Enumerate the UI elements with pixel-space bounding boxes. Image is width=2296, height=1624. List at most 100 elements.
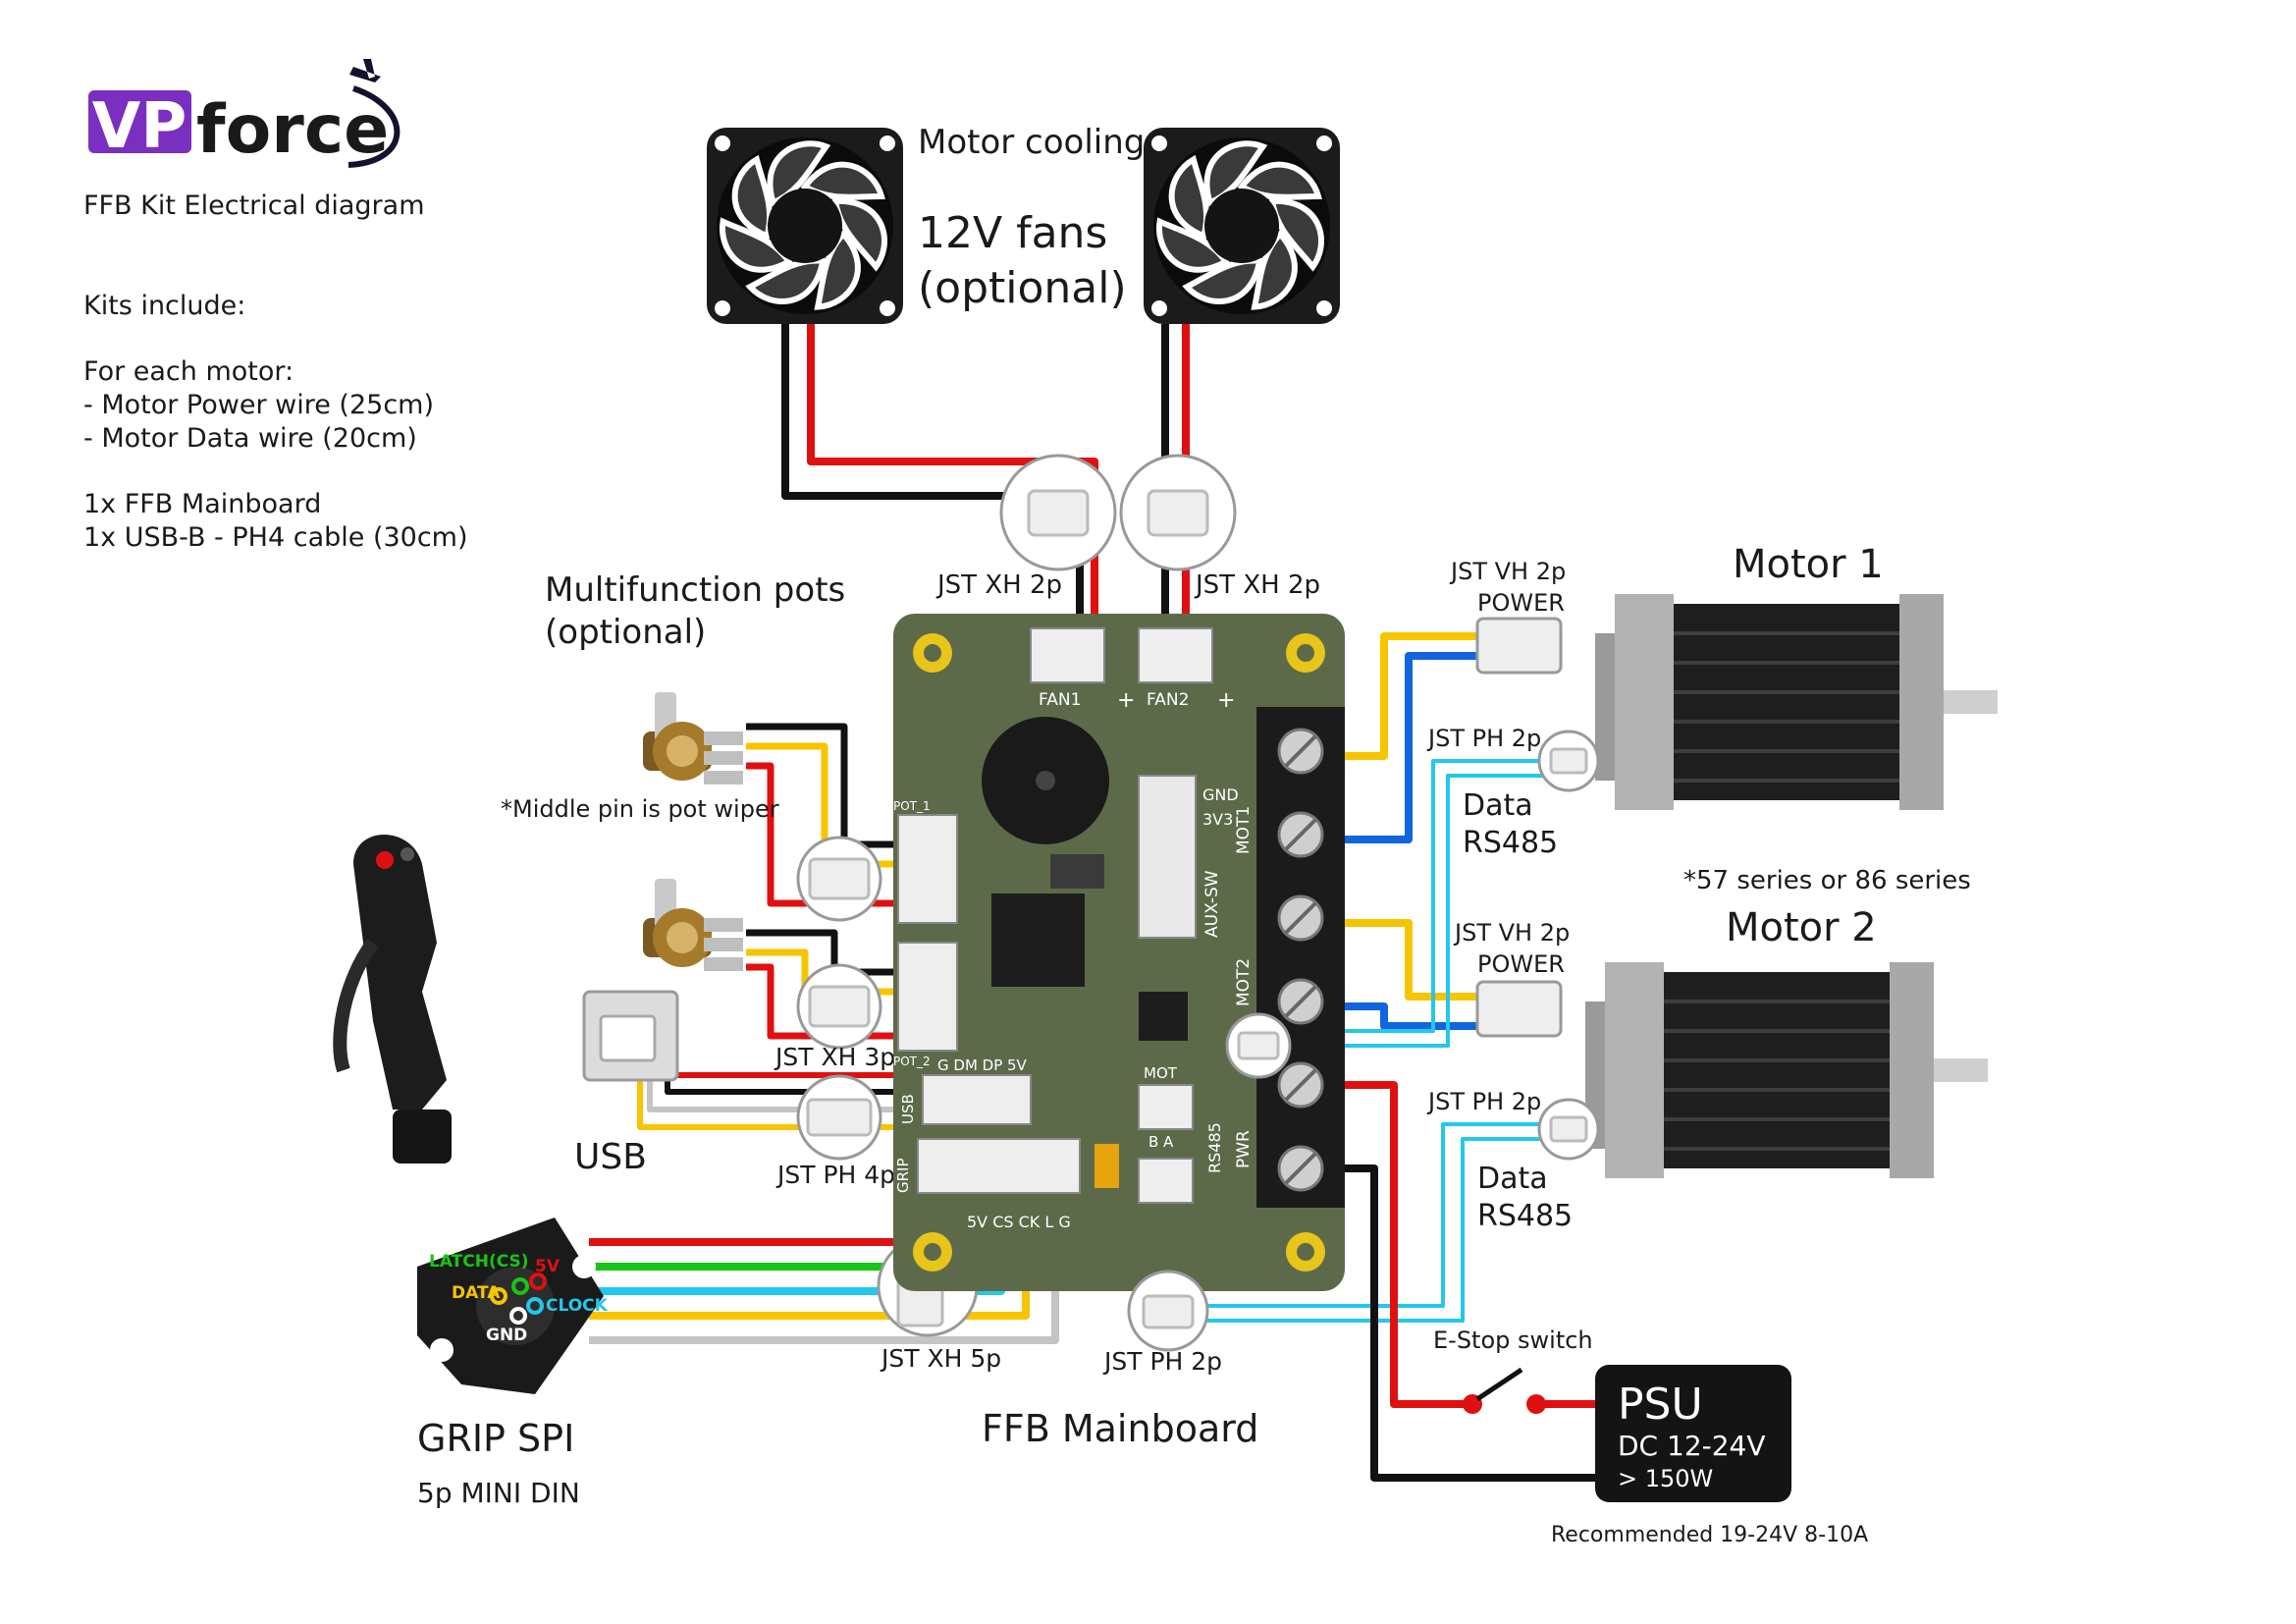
rs485-connector-bubble bbox=[1127, 1270, 1209, 1352]
fans-optional: (optional) bbox=[918, 263, 1127, 313]
m1-data-connector-label: JST PH 2p bbox=[1426, 725, 1541, 752]
m2-data-bubble bbox=[1537, 1098, 1600, 1161]
logo-vp-text: VP bbox=[92, 90, 187, 163]
silk-aux: AUX-SW bbox=[1202, 870, 1222, 938]
estop-switch bbox=[1463, 1367, 1546, 1414]
silk-mot1: MOT1 bbox=[1234, 806, 1254, 854]
estop-label: E-Stop switch bbox=[1433, 1326, 1593, 1354]
wire-m2-yellow bbox=[1325, 919, 1482, 1001]
wire-fan1-black bbox=[781, 324, 1084, 638]
usb-connector-label: JST PH 4p bbox=[775, 1161, 895, 1189]
mini-din-connector bbox=[417, 1218, 604, 1394]
motor1-title: Motor 1 bbox=[1733, 542, 1884, 587]
wire-psu-red bbox=[1325, 1081, 1472, 1408]
silk-pot2: POT_2 bbox=[893, 1055, 931, 1068]
grip-pin-gnd: GND bbox=[486, 1326, 527, 1345]
silk-plus: + bbox=[1117, 688, 1135, 713]
board-silkscreen: FAN1 FAN2 + + GND 3V3 AUX-SW MOT1 MOT2 P… bbox=[893, 688, 1254, 1231]
silk-usb-pins: G DM DP 5V bbox=[937, 1056, 1028, 1074]
grip-title: GRIP SPI bbox=[417, 1417, 574, 1460]
usb-label: USB bbox=[574, 1137, 647, 1177]
silk-mot2: MOT2 bbox=[1234, 958, 1254, 1006]
kit-item: - Motor Power wire (25cm) bbox=[83, 390, 434, 420]
diagram-subtitle: FFB Kit Electrical diagram bbox=[83, 190, 425, 221]
m1-rs485-label: RS485 bbox=[1463, 826, 1558, 860]
motor2-title: Motor 2 bbox=[1726, 905, 1877, 950]
silk-fan1: FAN1 bbox=[1039, 690, 1081, 710]
kit-extra: 1x USB-B - PH4 cable (30cm) bbox=[83, 522, 468, 553]
motor-series-note: *57 series or 86 series bbox=[1683, 866, 1971, 895]
wire-data2-b bbox=[1188, 1137, 1546, 1323]
pots-title-optional: (optional) bbox=[545, 613, 706, 652]
kit-item: - Motor Data wire (20cm) bbox=[83, 423, 417, 454]
silk-rs485: RS485 bbox=[1205, 1122, 1224, 1173]
wire-m1-blue bbox=[1325, 652, 1482, 843]
pots-note: *Middle pin is pot wiper bbox=[501, 795, 779, 823]
silk-mot: MOT bbox=[1144, 1064, 1178, 1082]
m2-data-label: Data bbox=[1477, 1162, 1548, 1196]
potentiometer-1 bbox=[643, 692, 743, 785]
m2-power-plug bbox=[1475, 980, 1563, 1038]
psu-recommendation: Recommended 19-24V 8-10A bbox=[1551, 1523, 1868, 1547]
silk-gnd: GND bbox=[1202, 785, 1239, 804]
pots-connector-label: JST XH 3p bbox=[774, 1043, 895, 1071]
wire-m1-yellow bbox=[1325, 632, 1482, 760]
fan-2 bbox=[1144, 128, 1340, 324]
silk-plus: + bbox=[1217, 688, 1235, 713]
m1-power-sub: POWER bbox=[1477, 589, 1565, 617]
m2-power-label: JST VH 2p bbox=[1453, 919, 1570, 947]
psu-voltage: DC 12-24V bbox=[1618, 1430, 1766, 1462]
wire-data2-a bbox=[1188, 1122, 1546, 1308]
fans-voltage: 12V fans bbox=[918, 208, 1107, 258]
fan2-connector-label: JST XH 2p bbox=[1194, 570, 1320, 600]
grip-pin-clock: CLOCK bbox=[546, 1296, 609, 1316]
psu-title: PSU bbox=[1618, 1380, 1703, 1430]
pots-title: Multifunction pots bbox=[545, 570, 845, 610]
fan2-connector-bubble bbox=[1119, 454, 1237, 571]
kit-per-motor: For each motor: bbox=[83, 356, 294, 387]
silk-ab: B A bbox=[1148, 1133, 1174, 1151]
m2-data-connector-label: JST PH 2p bbox=[1426, 1088, 1541, 1115]
motor-2 bbox=[1583, 960, 1990, 1180]
psu-box bbox=[1595, 1365, 1791, 1502]
wire-data1-a bbox=[1306, 759, 1546, 1033]
jet-icon bbox=[349, 59, 381, 82]
psu-power: > 150W bbox=[1618, 1465, 1713, 1492]
grip-pin-data: DATA bbox=[452, 1283, 501, 1303]
rs485-connector-label: JST PH 2p bbox=[1102, 1347, 1222, 1376]
kit-extra: 1x FFB Mainboard bbox=[83, 489, 321, 519]
pot2-connector-bubble bbox=[796, 963, 882, 1050]
pot1-connector-bubble bbox=[796, 836, 882, 922]
silk-fan2: FAN2 bbox=[1147, 690, 1189, 710]
silk-pwr: PWR bbox=[1234, 1130, 1254, 1168]
silk-grip-pins: 5V CS CK L G bbox=[967, 1213, 1071, 1231]
wire-data1-b bbox=[1306, 774, 1546, 1048]
motor-1 bbox=[1593, 592, 2000, 812]
fans-title: Motor cooling bbox=[918, 123, 1145, 162]
logo-swoosh bbox=[347, 85, 400, 168]
grip-subtitle: 5p MINI DIN bbox=[417, 1477, 580, 1509]
wire-pot2-black bbox=[746, 929, 898, 976]
logo-force-text: force bbox=[196, 91, 389, 169]
silk-pot1: POT_1 bbox=[893, 799, 931, 813]
fan1-connector-bubble bbox=[999, 454, 1117, 571]
wire-grip-red bbox=[589, 1193, 946, 1246]
grip-connector-label: JST XH 5p bbox=[880, 1344, 1001, 1373]
logo-vp-box bbox=[88, 90, 191, 153]
fan1-connector-label: JST XH 2p bbox=[935, 570, 1062, 600]
vpforce-logo: VP force bbox=[88, 59, 400, 169]
m2-power-sub: POWER bbox=[1477, 950, 1565, 978]
m2-rs485-label: RS485 bbox=[1477, 1199, 1573, 1233]
wire-psu-black bbox=[1325, 1164, 1595, 1482]
mainboard-title: FFB Mainboard bbox=[982, 1407, 1258, 1450]
wire-m2-blue bbox=[1325, 1002, 1482, 1030]
fan-1 bbox=[707, 128, 903, 324]
silk-grip: GRIP bbox=[894, 1158, 912, 1193]
silk-usb: USB bbox=[899, 1094, 917, 1124]
m1-power-label: JST VH 2p bbox=[1449, 558, 1566, 585]
ffb-mainboard bbox=[893, 614, 1345, 1291]
m1-data-bubble bbox=[1537, 730, 1600, 792]
silk-3v3: 3V3 bbox=[1202, 810, 1233, 829]
potentiometer-2 bbox=[643, 879, 743, 971]
